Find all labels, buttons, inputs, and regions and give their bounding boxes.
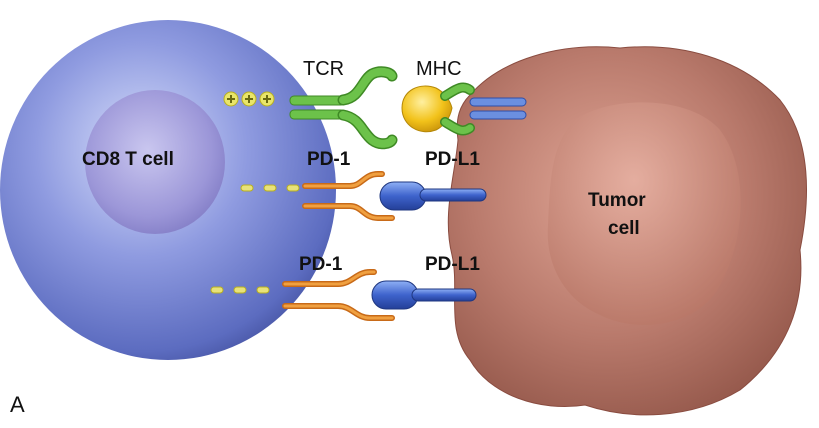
panel-letter: A [10, 392, 25, 417]
tcr-label: TCR [303, 58, 345, 80]
pdl1-bottom-ligand [371, 280, 477, 310]
t-cell-nucleus [85, 90, 225, 234]
tumor-nucleus [547, 102, 741, 325]
tumor-cell-label-line1: Tumor [588, 190, 646, 211]
pd1-top-signal-minus-icons [240, 184, 300, 192]
pdl1-top-ligand [379, 181, 487, 211]
pdl1-bottom-label: PD-L1 [425, 254, 480, 275]
mhc-label: MHC [416, 58, 462, 80]
pd1-top-receptor [302, 171, 395, 221]
pd1-top-label: PD-1 [307, 149, 351, 170]
t-cell-label: CD8 T cell [82, 149, 174, 170]
pdl1-top-label: PD-L1 [425, 149, 480, 170]
tcr-signal-plus-icons [223, 91, 275, 107]
pd1-bottom-receptor [282, 269, 395, 321]
mhc-molecule [401, 82, 527, 136]
pd1-bottom-label: PD-1 [299, 254, 343, 275]
tcr-receptor [289, 66, 398, 150]
tumor-cell-label-line2: cell [608, 218, 640, 239]
pd1-bottom-signal-minus-icons [210, 286, 270, 294]
